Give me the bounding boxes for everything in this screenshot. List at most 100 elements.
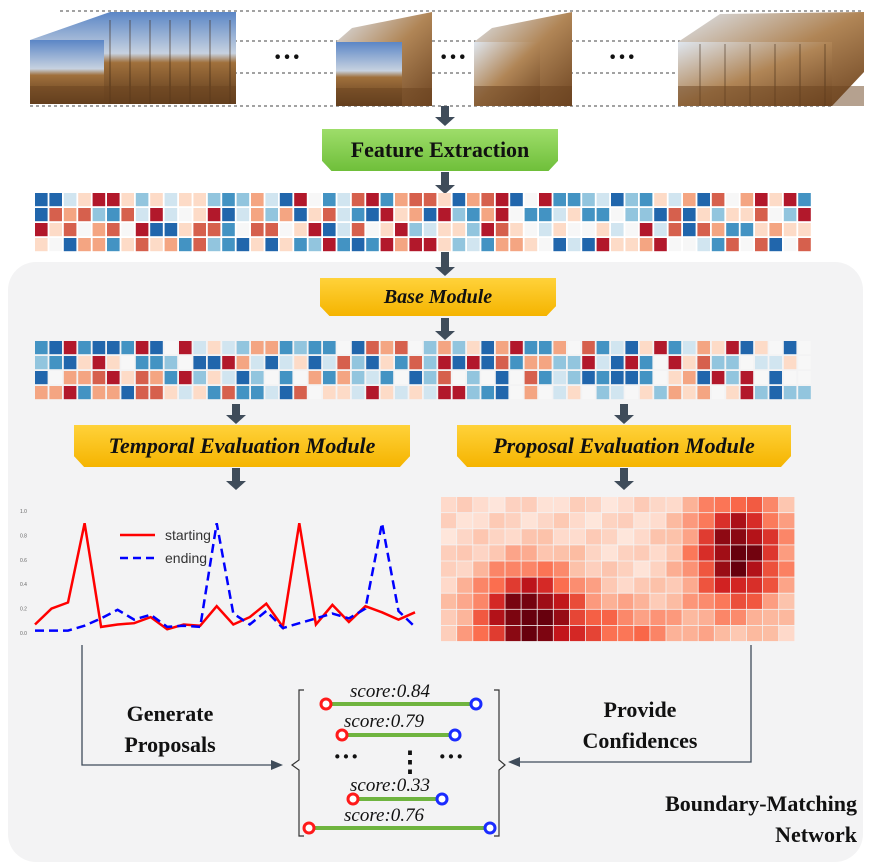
feature-cell [567, 356, 581, 370]
feature-cell [481, 341, 494, 355]
feature-cell [193, 193, 206, 207]
feature-cell [409, 208, 422, 222]
feature-cell [294, 223, 307, 237]
feature-cell [395, 341, 408, 355]
feature-cell [423, 341, 437, 355]
feature-cell [495, 341, 509, 355]
feature-cell [236, 208, 250, 222]
feature-cell [193, 208, 206, 222]
feature-cell [323, 386, 336, 400]
feature-cell [207, 208, 221, 222]
feature-cell [164, 356, 178, 370]
frames-ellipsis-3: ··· [608, 42, 636, 73]
heatmap-cell [634, 497, 650, 513]
heatmap-cell [457, 497, 473, 513]
heatmap-cell [473, 561, 489, 577]
feature-cell [164, 386, 178, 400]
feature-cell [452, 193, 466, 207]
feature-cell [711, 193, 725, 207]
start-point-icon [319, 697, 333, 711]
feature-cell [798, 356, 811, 370]
feature-cell [697, 238, 710, 252]
feature-cell [438, 386, 451, 400]
heatmap-cell [505, 561, 521, 577]
heatmap-cell [473, 577, 489, 593]
base-module-banner: Base Module [320, 278, 556, 316]
feature-cell [107, 341, 120, 355]
heatmap-cell [602, 513, 618, 529]
feature-cell [639, 371, 653, 385]
feature-cell [251, 386, 264, 400]
feature-cell [251, 371, 264, 385]
feature-cell [150, 238, 163, 252]
feature-cell [582, 371, 595, 385]
feature-cell [409, 223, 422, 237]
feature-cell [783, 356, 797, 370]
feature-cell [683, 356, 696, 370]
feature-cell [683, 193, 696, 207]
feature-cell [539, 208, 552, 222]
feature-cell [510, 341, 523, 355]
feature-cell [553, 223, 566, 237]
boundary-probability-chart: 1.00.80.60.40.20.0 starting ending [20, 509, 416, 637]
down-arrow-icon [614, 468, 634, 490]
heatmap-cell [682, 625, 698, 642]
heatmap-cell [553, 609, 569, 625]
feature-cell [539, 193, 552, 207]
proposal-score-2: score:0.79 [344, 711, 425, 732]
heatmap-cell [537, 609, 553, 625]
feature-cell [35, 386, 48, 400]
heatmap-cell [441, 593, 457, 609]
heatmap-cell [553, 577, 569, 593]
feature-cell [207, 356, 221, 370]
feature-cell [366, 208, 379, 222]
feature-cell [611, 341, 624, 355]
heatmap-cell [441, 497, 457, 513]
feature-cell [567, 193, 581, 207]
feature-cell [481, 371, 494, 385]
feature-cell [92, 193, 106, 207]
generate-proposals-label: Generate Proposals [100, 698, 240, 760]
heatmap-cell [746, 497, 763, 513]
feature-cell [236, 386, 250, 400]
provide-confidences-line-1: Provide [603, 697, 677, 722]
base-feature-grid [35, 341, 811, 400]
feature-cell [279, 223, 293, 237]
feature-cell [697, 223, 710, 237]
heatmap-cell [714, 545, 730, 561]
heatmap-cell [602, 545, 618, 561]
feature-cell [423, 371, 437, 385]
feature-cell [294, 341, 307, 355]
feature-cell [639, 386, 653, 400]
heatmap-cell [569, 577, 586, 593]
feature-cell [481, 386, 494, 400]
feature-cell [524, 341, 538, 355]
heatmap-cell [779, 561, 795, 577]
feature-cell [35, 371, 48, 385]
feature-cell [582, 223, 595, 237]
feature-cell [798, 223, 811, 237]
feature-cell [481, 193, 494, 207]
feature-cell [452, 356, 466, 370]
feature-cell [524, 208, 538, 222]
feature-cell [726, 341, 739, 355]
feature-cell [783, 193, 797, 207]
heatmap-cell [618, 609, 634, 625]
heatmap-cell [505, 497, 521, 513]
feature-cell [49, 341, 62, 355]
heatmap-cell [779, 577, 795, 593]
video-frame-stack-4 [678, 12, 864, 106]
feature-cell [351, 208, 365, 222]
heatmap-cell [489, 625, 505, 642]
heatmap-cell [666, 609, 682, 625]
feature-cell [625, 238, 638, 252]
feature-cell [654, 341, 667, 355]
feature-cell [495, 208, 509, 222]
heatmap-cell [473, 593, 489, 609]
y-tick-label: 0.8 [20, 533, 27, 539]
heatmap-cell [730, 513, 747, 529]
feature-cell [308, 386, 322, 400]
heatmap-cell [602, 625, 618, 642]
heatmap-cell [489, 497, 505, 513]
feature-cell [107, 223, 120, 237]
